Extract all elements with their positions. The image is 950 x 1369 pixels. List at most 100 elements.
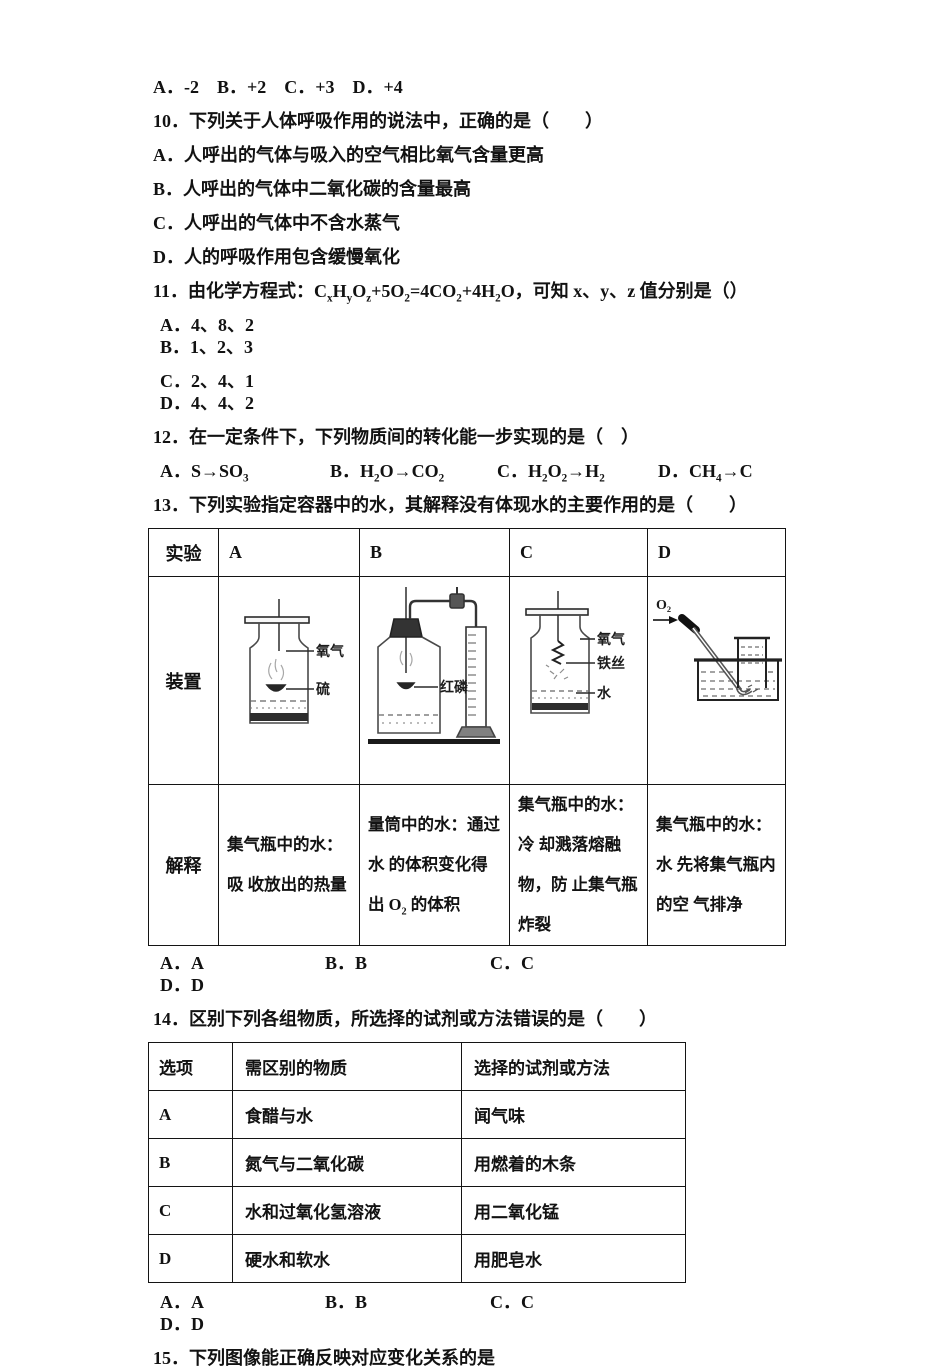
question-10-option-b: B．人呼出的气体中二氧化碳的含量最高 [153,179,472,199]
table-14-row-c-method: 用二氧化锰 [461,1186,686,1235]
apparatus-a-sulfur-in-oxygen-diagram: 氧气 硫 [244,599,344,724]
question-14-answer-a: A．A [160,1292,204,1312]
table-14-row-a-letter: A [148,1090,233,1139]
question-13-table: 实验 A B C D 装置 [148,528,786,946]
table-13-header-d: D [647,528,786,577]
flame-wisps [268,658,285,681]
question-13-answer-b: B．B [325,953,368,973]
question-12-option-b: B．H2O→CO2 [330,461,445,485]
table-14-header-row: 选项 需区别的物质 选择的试剂或方法 [148,1042,686,1091]
table-13-label-explanation: 解释 [148,784,219,946]
table-14-row-a: A 食醋与水 闻气味 [148,1090,686,1139]
table-14-row-b-method: 用燃着的木条 [461,1138,686,1187]
cylinder-base [455,726,497,738]
water-band [250,713,308,721]
table-13-explanation-d: 集气瓶中的水：水 先将集气瓶内的空 气排净 [647,784,786,946]
question-14-answer-b: B．B [325,1292,368,1312]
question-12-stem: 12．在一定条件下，下列物质间的转化能一步实现的是（ ） [153,427,639,447]
table-14-row-d-substances: 硬水和软水 [232,1234,462,1283]
question-13-answer-options: A．A B．B C．C D．D [153,952,800,996]
question-13-answer-c: C．C [490,953,534,973]
table-14-row-d-method: 用肥皂水 [461,1234,686,1283]
table-13-header-b: B [359,528,510,577]
question-11-options-row-2: C．2、4、1D．4、4、2 [153,370,800,414]
table-13-header-c: C [509,528,648,577]
table-13-apparatus-d-cell: O₂ [647,576,786,785]
table-14-header-option: 选项 [148,1042,233,1091]
o2-flow-arrow [653,616,678,624]
cylinder-ticks [468,634,476,716]
bubbles [744,684,759,694]
table-13-apparatus-b-cell: 红磷 [359,576,510,785]
sparks [545,664,569,680]
water-label: 水 [597,685,612,702]
question-14-answer-d: D．D [160,1314,204,1334]
iron-wire-label: 铁丝 [597,655,625,672]
gas-bottle [249,623,309,724]
table-13-explanation-a: 集气瓶中的水：吸 收放出的热量 [218,784,360,946]
sulfur-label: 硫 [316,681,330,698]
question-14-table: 选项 需区别的物质 选择的试剂或方法 A 食醋与水 闻气味 B 氮气与二氧化碳 … [148,1042,686,1283]
iron-wire-coil [550,640,566,665]
table-14-row-b-substances: 氮气与二氧化碳 [232,1138,462,1187]
question-13-answer-a: A．A [160,953,204,973]
table-14-header-method: 选择的试剂或方法 [461,1042,686,1091]
bottle-water-dashes [741,646,763,664]
question-10-option-d: D．人的呼吸作用包含缓慢氧化 [153,247,400,267]
graduated-cylinder [465,626,487,728]
table-14-row-b-letter: B [148,1138,233,1187]
table-13-explanation-row: 解释 集气瓶中的水：吸 收放出的热量 量筒中的水：通过水 的体积变化得出 O2 … [148,784,786,946]
question-14-answer-c: C．C [490,1292,534,1312]
question-11-option-b: B．1、2、3 [160,337,254,357]
apparatus-b-red-phosphorus-diagram: 红磷 [368,587,500,744]
apparatus-c-iron-wire-diagram: 氧气 铁丝 水 [525,591,625,714]
combustion-spoon [396,682,416,690]
oxygen-label: 氧气 [596,631,625,648]
question-11-stem: 11．由化学方程式：CxHyOz+5O2=4CO2+4H2O，可知 x、y、z … [153,281,748,305]
question-11-option-d: D．4、4、2 [160,393,254,413]
gas-bottle [530,615,590,714]
table-13-explanation-b: 量筒中的水：通过水 的体积变化得出 O2 的体积 [359,784,510,946]
question-10-option-a: A．人呼出的气体与吸入的空气相比氧气含量更高 [153,145,544,165]
table-13-header-a: A [218,528,360,577]
inverted-collection-bottle [734,636,770,688]
stopper [389,618,423,638]
question-14-answer-options: A．A B．B C．C D．D [153,1291,800,1335]
table-14-row-a-substances: 食醋与水 [232,1090,462,1139]
table-13-label-apparatus: 装置 [148,576,219,785]
table-13-label-experiment: 实验 [148,528,219,577]
question-15-stem: 15．下列图像能正确反映对应变化关系的是 [153,1348,495,1368]
table-13-apparatus-c-cell: 氧气 铁丝 水 [509,576,648,785]
question-13-stem: 13．下列实验指定容器中的水，其解释没有体现水的主要作用的是（ ） [153,495,747,515]
o2-gas-label: O₂ [656,598,671,613]
table-14-row-d-letter: D [148,1234,233,1283]
question-12-option-c: C．H2O2→H2 [497,461,605,485]
combustion-spoon [265,684,287,692]
flame-wisps [399,650,413,667]
table-13-apparatus-row: 装置 氧气 硫 [148,576,786,785]
lid [525,608,589,616]
table-14-row-c: C 水和过氧化氢溶液 用二氧化锰 [148,1186,686,1235]
question-9-options-line: A．-2 B．+2 C．+3 D．+4 [153,77,403,97]
question-14-stem: 14．区别下列各组物质，所选择的试剂或方法错误的是（ ） [153,1009,657,1029]
table-14-row-c-substances: 水和过氧化氢溶液 [232,1186,462,1235]
table-14-row-b: B 氮气与二氧化碳 用燃着的木条 [148,1138,686,1187]
lid [244,616,310,624]
table-14-header-substances: 需区别的物质 [232,1042,462,1091]
table-14-row-c-letter: C [148,1186,233,1235]
table-13-explanation-c: 集气瓶中的水：冷 却溅落熔融物，防 止集气瓶炸裂 [509,784,648,946]
question-11-option-a: A．4、8、2 [160,315,254,335]
arrowhead [669,616,678,624]
delivery-tube [408,599,478,627]
question-13-answer-d: D．D [160,975,204,995]
question-10-option-c: C．人呼出的气体中不含水蒸气 [153,213,400,233]
red-phosphorus-label: 红磷 [440,679,469,696]
water-band [532,703,588,710]
table-14-row-a-method: 闻气味 [461,1090,686,1139]
gas-bottle [377,636,441,734]
apparatus-d-gas-collection-over-water-diagram: O₂ [653,598,782,701]
question-11-options-row-1: A．4、8、2B．1、2、3 [153,314,800,358]
oxygen-label: 氧气 [315,643,344,660]
ground-line [368,739,500,744]
